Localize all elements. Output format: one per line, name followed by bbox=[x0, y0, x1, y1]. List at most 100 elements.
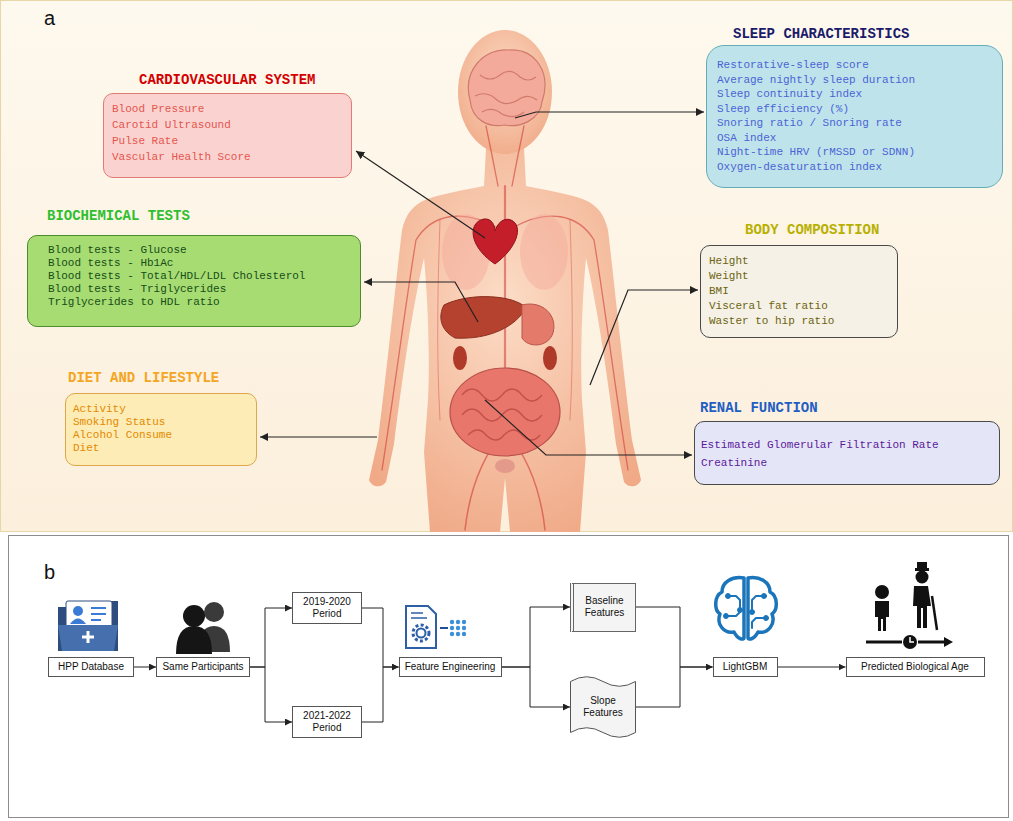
process-label: 2021-2022 Period bbox=[298, 710, 356, 734]
feature-icon bbox=[406, 606, 466, 648]
feature-icon bbox=[462, 626, 466, 630]
measure-item: Oxygen-desaturation index bbox=[717, 160, 882, 175]
age-icon bbox=[875, 585, 889, 599]
age-icon bbox=[866, 562, 953, 649]
participants-icon bbox=[176, 626, 212, 654]
human-body bbox=[369, 148, 641, 532]
group-heading: BIOCHEMICAL TESTS bbox=[47, 207, 190, 235]
category-box: HeightWeightBMIVisceral fat ratioWaster … bbox=[700, 245, 898, 338]
measure-item: Average nightly sleep duration bbox=[717, 73, 915, 88]
liver bbox=[441, 297, 526, 339]
process-box: 2019-2020 Period bbox=[292, 592, 362, 624]
blood-vessel bbox=[438, 220, 440, 420]
blood-vessel bbox=[570, 220, 572, 420]
lungs bbox=[442, 214, 568, 290]
blood-vessel bbox=[512, 126, 524, 186]
human-body bbox=[369, 30, 641, 532]
leader-arrow bbox=[590, 290, 698, 385]
group-heading: BODY COMPOSITION bbox=[745, 221, 879, 245]
age-icon bbox=[916, 571, 929, 584]
intestines bbox=[450, 368, 560, 456]
feature-icon bbox=[450, 626, 454, 630]
group-heading: DIET AND LIFESTYLE bbox=[68, 369, 219, 393]
category-box: Estimated Glomerular Filtration RateCrea… bbox=[694, 421, 1000, 485]
age-icon bbox=[866, 641, 902, 644]
process-label: Baseline Features bbox=[579, 595, 630, 619]
database-icon bbox=[91, 608, 106, 620]
brain bbox=[468, 50, 545, 126]
brain bbox=[480, 71, 536, 80]
document-outline bbox=[571, 677, 636, 738]
brain bbox=[475, 94, 537, 104]
category-panel: RENAL FUNCTIONEstimated Glomerular Filtr… bbox=[694, 399, 1000, 485]
measure-item: Smoking Status bbox=[73, 416, 165, 429]
measure-item: Diet bbox=[73, 442, 99, 455]
feature-icon bbox=[406, 606, 436, 648]
flow-arrow bbox=[636, 667, 713, 707]
database-icon bbox=[66, 601, 112, 629]
kidney bbox=[453, 346, 467, 370]
document-shape: Slope Features bbox=[570, 676, 636, 738]
feature-icon bbox=[456, 632, 460, 636]
measure-item: Creatinine bbox=[701, 454, 767, 472]
flow-arrow bbox=[362, 667, 399, 722]
feature-icon bbox=[456, 620, 460, 624]
model-icon bbox=[716, 578, 777, 639]
panel-background bbox=[1, 1, 1013, 532]
lungs bbox=[520, 214, 568, 290]
stomach bbox=[522, 304, 554, 345]
group-heading: RENAL FUNCTION bbox=[700, 399, 818, 421]
feature-icon bbox=[456, 626, 460, 630]
age-icon bbox=[944, 637, 953, 647]
human-body bbox=[458, 30, 552, 154]
age-icon bbox=[932, 596, 937, 630]
measure-item: Blood tests - Total/HDL/LDL Cholesterol bbox=[48, 270, 305, 283]
database-icon bbox=[58, 601, 118, 651]
measure-item: Sleep continuity index bbox=[717, 87, 862, 102]
leader-arrow bbox=[515, 112, 704, 118]
feature-icon bbox=[450, 620, 454, 624]
database-icon bbox=[58, 625, 118, 651]
category-box: Blood tests - GlucoseBlood tests - Hb1Ac… bbox=[27, 235, 361, 327]
feature-icon bbox=[417, 629, 426, 638]
feature-icon bbox=[450, 632, 454, 636]
measure-item: Height bbox=[709, 254, 749, 269]
feature-icon bbox=[440, 627, 448, 629]
category-box: Restorative-sleep scoreAverage nightly s… bbox=[706, 45, 1003, 188]
heart bbox=[473, 219, 517, 264]
measure-item: Restorative-sleep score bbox=[717, 58, 869, 73]
measure-item: Blood tests - Glucose bbox=[48, 244, 187, 257]
flow-arrow bbox=[778, 667, 846, 668]
age-icon bbox=[875, 601, 889, 631]
process-box: Predicted Biological Age bbox=[846, 657, 985, 677]
panel-letter: b bbox=[44, 560, 55, 584]
measure-item: Sleep efficiency (%) bbox=[717, 102, 849, 117]
feature-icon bbox=[462, 620, 466, 624]
kidney bbox=[453, 346, 557, 370]
leader-arrow bbox=[260, 436, 377, 437]
process-label: Slope Features bbox=[575, 695, 631, 719]
intestines bbox=[462, 389, 542, 440]
category-panel: DIET AND LIFESTYLEActivitySmoking Status… bbox=[65, 369, 257, 466]
bladder bbox=[495, 459, 515, 473]
database-icon bbox=[58, 601, 118, 651]
model-icon bbox=[748, 578, 776, 639]
leader-arrow bbox=[356, 151, 485, 238]
process-box: Same Participants bbox=[156, 657, 250, 677]
participants-icon bbox=[183, 605, 205, 627]
measure-item: Blood Pressure bbox=[112, 101, 204, 117]
age-icon bbox=[918, 641, 944, 644]
intestines bbox=[450, 368, 560, 456]
model-icon bbox=[724, 614, 729, 619]
group-heading: CARDIOVASCULAR SYSTEM bbox=[139, 71, 315, 93]
measure-item: Alcohol Consume bbox=[73, 429, 172, 442]
measure-item: Triglycerides to HDL ratio bbox=[48, 296, 220, 309]
flow-arrow bbox=[502, 607, 571, 667]
process-box: HPP Database bbox=[48, 657, 134, 677]
flow-arrow bbox=[250, 608, 292, 667]
measure-item: Waster to hip ratio bbox=[709, 314, 834, 329]
measure-item: BMI bbox=[709, 284, 729, 299]
